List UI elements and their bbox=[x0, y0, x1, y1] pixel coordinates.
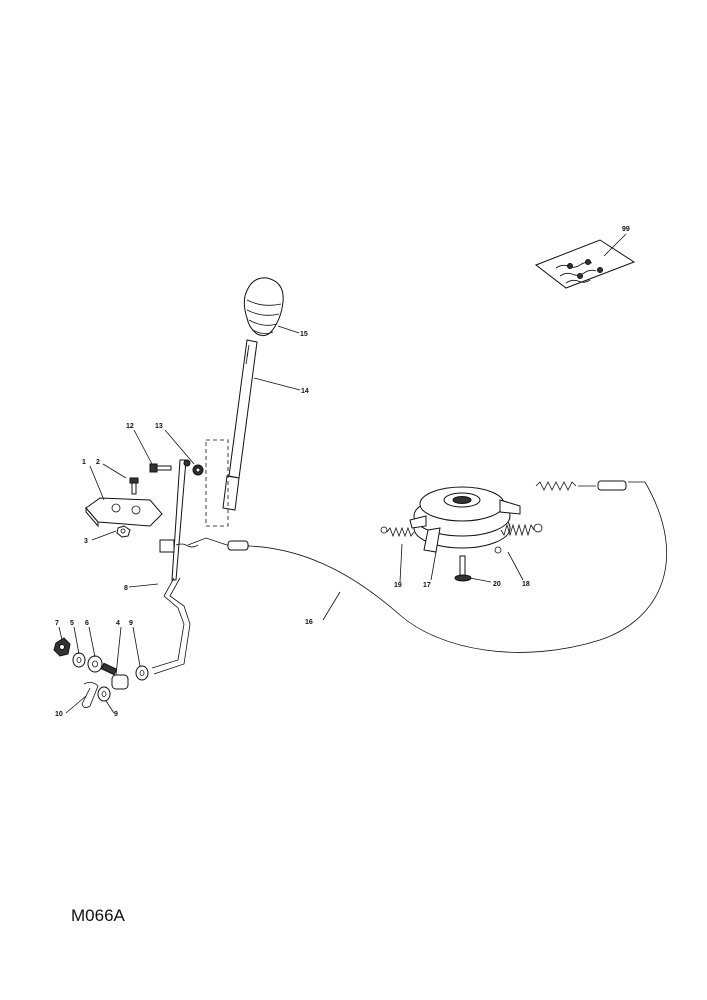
label-part-19: 19 bbox=[394, 582, 402, 589]
label-part-99: 99 bbox=[622, 226, 630, 233]
bracket-bolt bbox=[129, 477, 139, 495]
pivot-bolt bbox=[149, 463, 172, 473]
label-part-15: 15 bbox=[300, 331, 308, 338]
nut-part-7 bbox=[53, 637, 71, 657]
label-part-20: 20 bbox=[493, 581, 501, 588]
diagram-reference-code: M066A bbox=[71, 906, 125, 925]
hairpin-clip bbox=[81, 682, 99, 708]
label-part-14: 14 bbox=[301, 388, 309, 395]
label-part-4: 4 bbox=[116, 620, 120, 627]
washer-part-9b bbox=[97, 686, 111, 702]
bracket-nut bbox=[116, 525, 131, 538]
shift-rod bbox=[222, 339, 258, 511]
label-part-6: 6 bbox=[85, 620, 89, 627]
label-part-2: 2 bbox=[96, 459, 100, 466]
label-part-5: 5 bbox=[70, 620, 74, 627]
hardware-bag bbox=[534, 239, 636, 289]
mounting-bracket bbox=[85, 497, 163, 528]
clutch-bolt bbox=[454, 555, 472, 582]
control-cable bbox=[187, 480, 668, 653]
washer-part-9a bbox=[135, 665, 149, 681]
label-part-17: 17 bbox=[423, 582, 431, 589]
label-part-8: 8 bbox=[124, 585, 128, 592]
leader-lines bbox=[58, 233, 627, 714]
lever-arm bbox=[151, 459, 199, 675]
label-part-1: 1 bbox=[82, 459, 86, 466]
label-part-9-lower: 9 bbox=[114, 711, 118, 718]
label-part-16: 16 bbox=[305, 619, 313, 626]
pivot-nut bbox=[192, 464, 204, 476]
spring-small bbox=[380, 526, 415, 538]
label-part-7: 7 bbox=[55, 620, 59, 627]
label-part-9-upper: 9 bbox=[129, 620, 133, 627]
label-part-18: 18 bbox=[522, 581, 530, 588]
washer-part-6 bbox=[87, 655, 103, 673]
label-part-12: 12 bbox=[126, 423, 134, 430]
spring-large bbox=[494, 523, 543, 554]
label-part-3: 3 bbox=[84, 538, 88, 545]
label-part-10: 10 bbox=[55, 711, 63, 718]
clutch-unit bbox=[409, 486, 521, 553]
spacer-part-4 bbox=[100, 662, 129, 690]
label-part-13: 13 bbox=[155, 423, 163, 430]
washer-part-5 bbox=[72, 652, 86, 668]
shift-knob bbox=[243, 277, 284, 337]
